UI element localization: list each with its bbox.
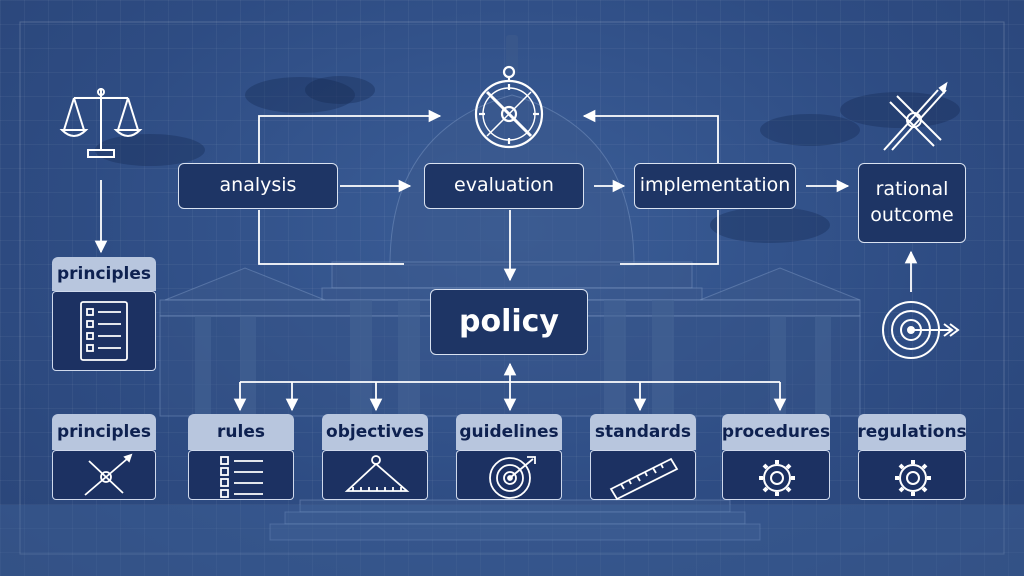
card-label: regulations xyxy=(857,422,967,442)
card-label: guidelines xyxy=(459,422,559,442)
triangle-ruler-icon xyxy=(344,455,410,492)
card-tab-standards[interactable]: standards xyxy=(590,414,696,450)
card-guidelines[interactable] xyxy=(456,450,562,500)
card-label: principles xyxy=(56,422,152,442)
outcome-label-line2: outcome xyxy=(870,204,954,226)
card-label: rules xyxy=(217,422,265,442)
card-label: standards xyxy=(594,422,692,442)
side-panel-label: principles xyxy=(56,264,152,284)
ruler-icon xyxy=(609,457,679,501)
card-standards[interactable] xyxy=(590,450,696,501)
card-principles[interactable] xyxy=(52,450,156,500)
gear-icon xyxy=(895,460,931,496)
policy-box[interactable]: policy xyxy=(430,289,588,355)
side-panel-tab[interactable]: principles xyxy=(52,257,156,291)
drafting-compass-icon xyxy=(84,453,133,496)
card-tab-guidelines[interactable]: guidelines xyxy=(456,414,562,450)
side-panel-card[interactable] xyxy=(52,291,156,371)
policy-label: policy xyxy=(459,303,559,339)
card-rules[interactable] xyxy=(188,450,294,500)
card-tab-procedures[interactable]: procedures xyxy=(722,414,830,450)
scales-of-justice-icon xyxy=(59,88,143,158)
card-regulations[interactable] xyxy=(858,450,966,500)
target-icon xyxy=(882,301,960,359)
evaluation-box[interactable]: evaluation xyxy=(424,163,584,209)
outcome-label-line1: rational xyxy=(875,178,949,201)
implementation-label: implementation xyxy=(639,174,791,197)
checklist-icon xyxy=(80,301,128,361)
checklist-icon xyxy=(220,456,263,498)
card-tab-regulations[interactable]: regulations xyxy=(857,414,967,450)
card-tab-rules[interactable]: rules xyxy=(188,414,294,450)
rational-outcome-box[interactable]: rational outcome xyxy=(858,163,966,243)
card-label: procedures xyxy=(721,422,831,442)
analysis-label: analysis xyxy=(219,174,297,197)
evaluation-label: evaluation xyxy=(454,174,554,197)
card-tab-principles[interactable]: principles xyxy=(52,414,156,450)
drafting-compass-icon xyxy=(883,81,948,151)
analysis-box[interactable]: analysis xyxy=(178,163,338,209)
target-icon xyxy=(489,456,536,499)
implementation-box[interactable]: implementation xyxy=(634,163,796,209)
card-procedures[interactable] xyxy=(722,450,830,500)
card-objectives[interactable] xyxy=(322,450,428,500)
card-tab-objectives[interactable]: objectives xyxy=(322,414,428,450)
compass-icon xyxy=(474,65,544,149)
card-label: objectives xyxy=(326,422,424,442)
gear-icon xyxy=(759,460,795,496)
